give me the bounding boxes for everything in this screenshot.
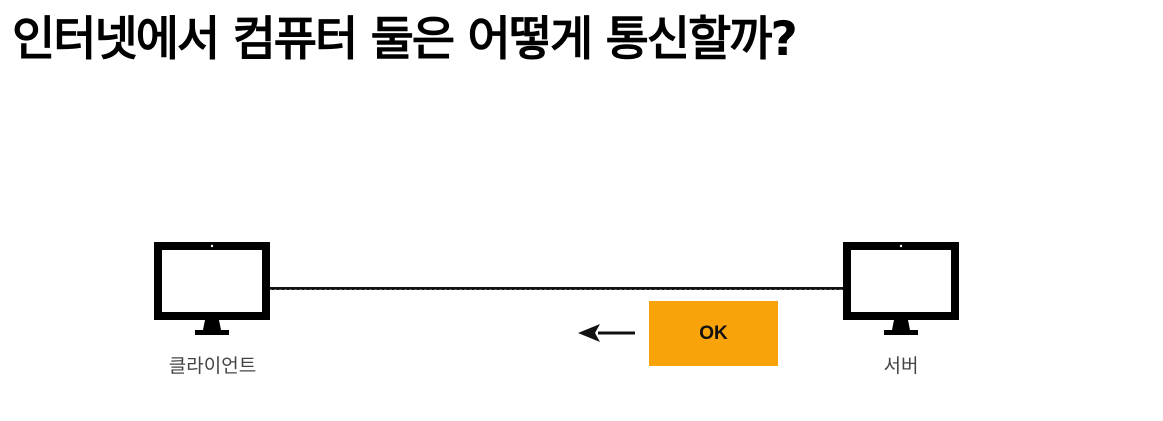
page-title: 인터넷에서 컴퓨터 둘은 어떻게 통신할까? bbox=[12, 12, 798, 67]
packet-label: OK bbox=[699, 322, 728, 344]
ok-packet: OK bbox=[649, 301, 778, 366]
packet-background bbox=[649, 301, 778, 366]
server-monitor-icon bbox=[843, 242, 959, 335]
client-label: 클라이언트 bbox=[168, 355, 257, 377]
client-monitor-icon bbox=[154, 242, 270, 335]
left-arrow-icon bbox=[578, 324, 635, 342]
server-label: 서버 bbox=[883, 355, 919, 377]
connection-line bbox=[269, 287, 845, 290]
